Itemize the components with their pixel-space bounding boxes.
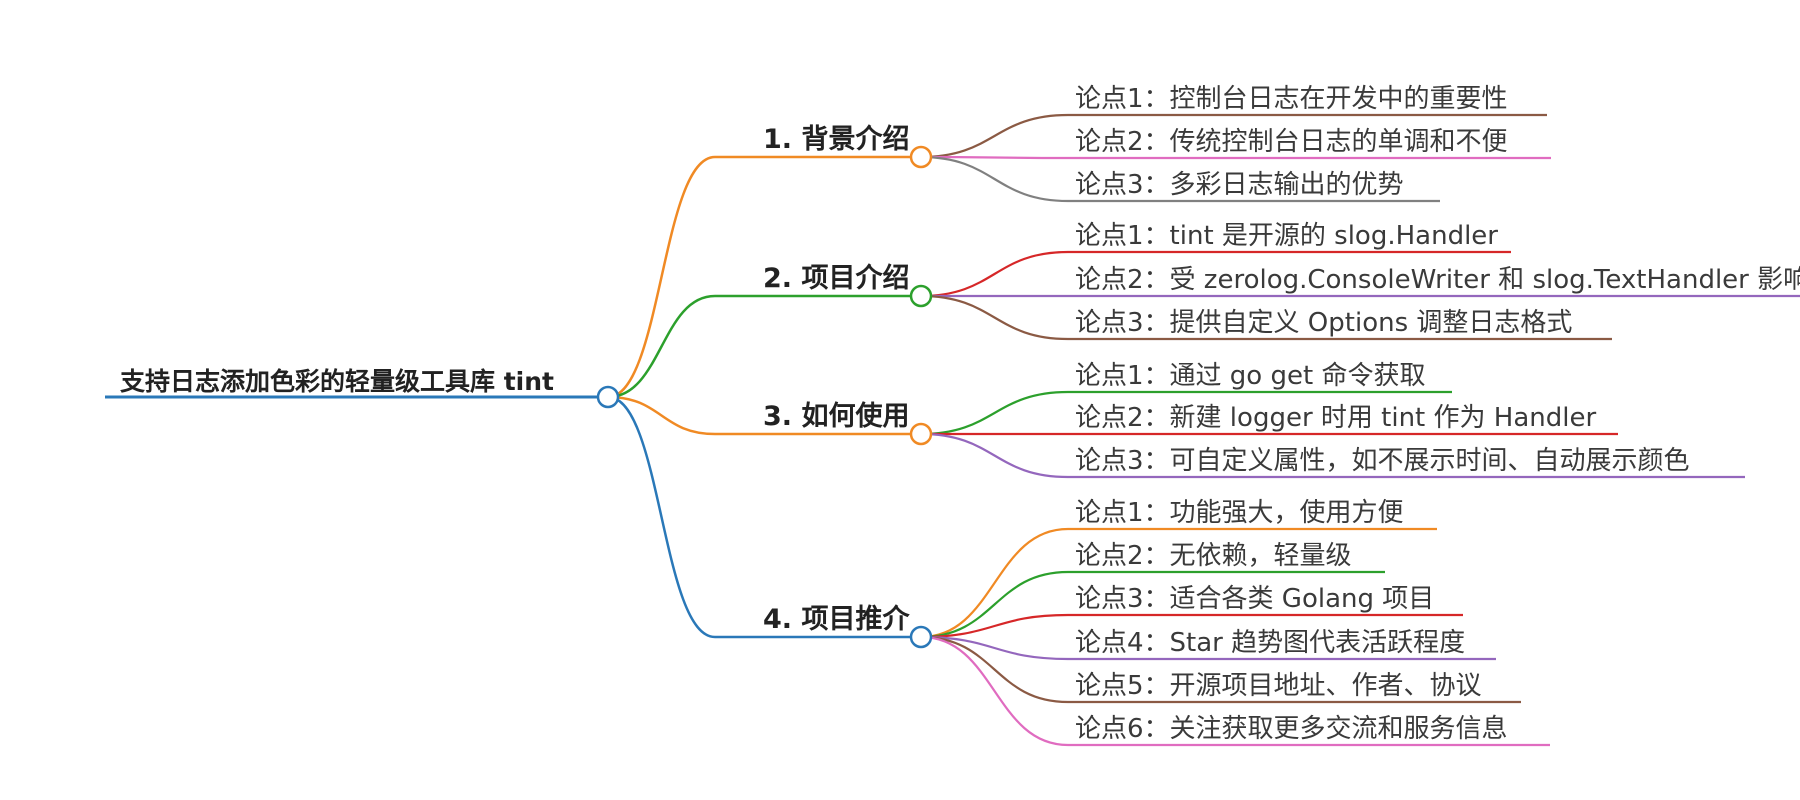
branch-1-leaf-2-connector [920, 155, 1069, 160]
branch-2-node[interactable] [909, 284, 933, 308]
branch-2-leaf-1-connector [920, 250, 1069, 298]
branch-3-connector [607, 395, 716, 436]
branch-1-leaf-1-connector [920, 113, 1069, 159]
branch-4-leaf-6-connector [920, 635, 1069, 747]
branch-3-label: 3. 如何使用 [763, 401, 909, 432]
branch-2-label: 2. 项目介绍 [763, 263, 909, 294]
branch-4-leaf-2-label: 论点2：无依赖，轻量级 [1075, 541, 1352, 571]
mindmap-connectors [105, 113, 1800, 747]
branch-1-leaf-1-label: 论点1：控制台日志在开发中的重要性 [1075, 84, 1508, 114]
branch-1-label: 1. 背景介绍 [763, 124, 909, 155]
branch-1-node[interactable] [909, 145, 933, 169]
branch-3-leaf-3-connector [920, 432, 1069, 479]
branch-3-leaf-1-connector [920, 390, 1069, 436]
branch-4-leaf-5-label: 论点5：开源项目地址、作者、协议 [1075, 671, 1482, 701]
branch-4-node[interactable] [909, 625, 933, 649]
root-label: 支持日志添加色彩的轻量级工具库 tint [120, 367, 554, 396]
branch-4-leaf-5-connector [920, 635, 1069, 704]
branch-4-leaf-2-connector [920, 570, 1069, 639]
branch-2-leaf-3-label: 论点3：提供自定义 Options 调整日志格式 [1075, 308, 1572, 338]
branch-1-connector [607, 155, 716, 399]
branch-4-connector [607, 395, 716, 639]
branch-4-leaf-3-connector [920, 613, 1069, 639]
branch-3-node[interactable] [909, 422, 933, 446]
branch-4-leaf-1-label: 论点1：功能强大，使用方便 [1075, 498, 1404, 528]
branch-3-leaf-1-label: 论点1：通过 go get 命令获取 [1075, 361, 1425, 391]
branch-1-leaf-3-connector [920, 155, 1069, 203]
branch-2-leaf-2-label: 论点2：受 zerolog.ConsoleWriter 和 slog.TextH… [1075, 265, 1800, 295]
branch-1-leaf-3-label: 论点3：多彩日志输出的优势 [1075, 170, 1404, 200]
branch-4-leaf-6-label: 论点6：关注获取更多交流和服务信息 [1075, 714, 1508, 744]
mindmap-labels: 论点1：控制台日志在开发中的重要性论点2：传统控制台日志的单调和不便论点3：多彩… [120, 84, 1800, 744]
branch-1-leaf-2-label: 论点2：传统控制台日志的单调和不便 [1075, 127, 1508, 157]
branch-2-leaf-3-connector [920, 294, 1069, 341]
branch-2-connector [607, 294, 716, 399]
branch-3-leaf-3-label: 论点3：可自定义属性，如不展示时间、自动展示颜色 [1075, 446, 1690, 476]
root-node[interactable] [596, 385, 620, 409]
branch-2-leaf-1-label: 论点1：tint 是开源的 slog.Handler [1075, 221, 1498, 251]
branch-4-leaf-1-connector [920, 527, 1069, 639]
branch-4-leaf-3-label: 论点3：适合各类 Golang 项目 [1075, 584, 1434, 614]
branch-4-leaf-4-label: 论点4：Star 趋势图代表活跃程度 [1075, 628, 1465, 658]
branch-4-leaf-4-connector [920, 635, 1069, 661]
branch-4-label: 4. 项目推介 [763, 604, 910, 635]
branch-3-leaf-2-label: 论点2：新建 logger 时用 tint 作为 Handler [1075, 403, 1596, 433]
